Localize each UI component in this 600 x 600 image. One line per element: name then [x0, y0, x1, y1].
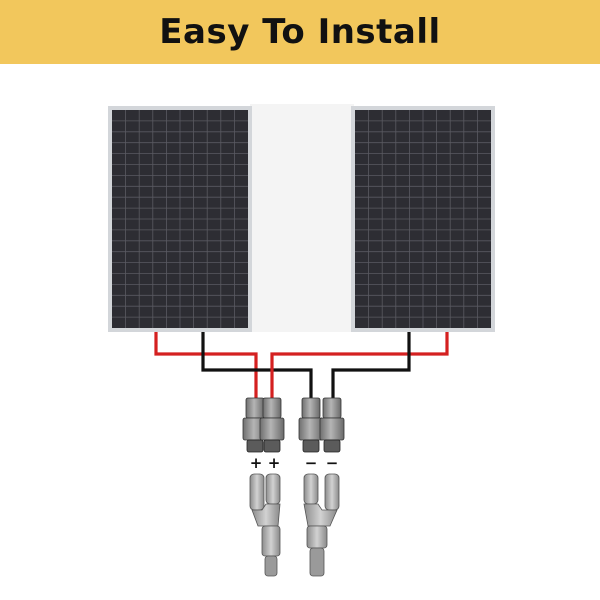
- solar-panel-left: [108, 106, 252, 332]
- negative-wire-left: [201, 332, 313, 398]
- panel-gap-shade: [250, 104, 354, 332]
- polarity-label-1: +: [250, 454, 263, 472]
- solar-panel-right: [351, 106, 495, 332]
- panel-cell-grid: [355, 110, 491, 328]
- mc4-connector-2: [259, 397, 285, 453]
- negative-wire-right: [331, 332, 411, 398]
- panel-cell-grid: [112, 110, 248, 328]
- polarity-label-3: −: [305, 454, 318, 472]
- branch-connector-negative: [303, 473, 340, 577]
- positive-wire-right: [270, 332, 449, 398]
- mc4-connector-3: [298, 397, 324, 453]
- page-title: Easy To Install: [159, 12, 441, 52]
- polarity-label-2: +: [268, 454, 281, 472]
- diagram-canvas: + + − −: [108, 104, 495, 577]
- mc4-connector-4: [319, 397, 345, 453]
- polarity-label-4: −: [326, 454, 339, 472]
- positive-wire-left: [154, 332, 258, 398]
- title-banner: Easy To Install: [0, 0, 600, 64]
- branch-connector-positive: [249, 473, 281, 577]
- wiring-diagram: + + − −: [0, 64, 600, 600]
